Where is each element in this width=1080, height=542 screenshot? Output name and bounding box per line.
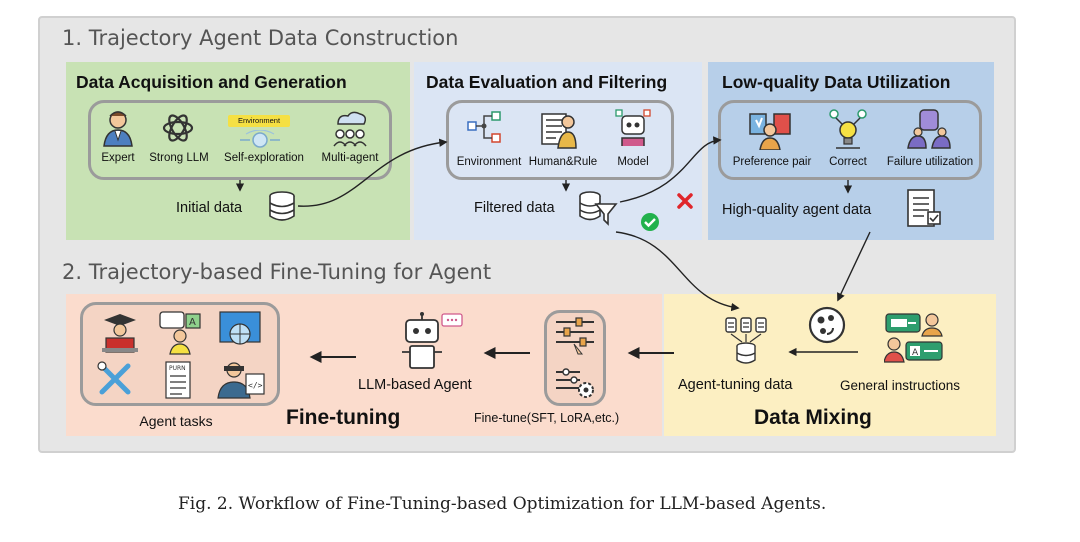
utilization-panel [708, 62, 994, 240]
finetune-methods-box [544, 310, 606, 406]
check-icon [641, 213, 659, 231]
model-eval-label: Model [617, 156, 649, 168]
agent-tasks-collage: A PURN </> [97, 311, 265, 399]
environment-eval-icon [467, 111, 501, 143]
self-exploration-label: Self-exploration [224, 152, 304, 164]
general-instructions-label: General instructions [840, 378, 961, 393]
filter-database-icon [579, 191, 618, 226]
utilization-title: Low-quality Data Utilization [722, 72, 951, 92]
svg-text:A: A [912, 348, 919, 358]
strong-llm-icon [162, 114, 194, 142]
failure-utilization-icon [907, 109, 951, 149]
acquisition-panel [66, 62, 410, 240]
high-quality-data-label: High-quality agent data [722, 202, 872, 218]
filtered-data-label: Filtered data [474, 200, 555, 216]
cross-icon [677, 193, 693, 209]
model-eval-icon [615, 109, 651, 146]
correct-icon [829, 109, 867, 149]
expert-icon [103, 111, 133, 147]
acquisition-title: Data Acquisition and Generation [76, 72, 347, 92]
svg-text:</>: </> [248, 381, 263, 390]
purn-text: PURN [169, 365, 186, 372]
finetune-method-label: Fine-tune(SFT, LoRA,etc.) [474, 411, 620, 425]
human-rule-label: Human&Rule [528, 156, 598, 168]
finetuning-title: Fine-tuning [286, 406, 401, 429]
graduate-icon [102, 314, 138, 353]
self-exploration-icon [240, 130, 280, 148]
figure-caption: Fig. 2. Workflow of Fine-Tuning-based Op… [178, 494, 827, 514]
environment-badge: Environment [228, 115, 290, 127]
llm-agent-robot-icon [402, 312, 463, 369]
llm-agent-label: LLM-based Agent [358, 377, 472, 393]
evaluation-title: Data Evaluation and Filtering [426, 72, 668, 92]
evaluation-panel [414, 62, 702, 240]
agent-tuning-data-icon [725, 317, 767, 364]
document-checklist-icon [907, 189, 941, 227]
database-icon [269, 191, 295, 221]
preference-pair-label: Preference pair [732, 156, 812, 168]
initial-data-label: Initial data [176, 200, 243, 216]
multi-agent-label: Multi-agent [321, 152, 379, 164]
expert-label: Expert [101, 152, 135, 164]
general-instructions-icon: A [884, 313, 943, 363]
agent-tuning-data-label: Agent-tuning data [678, 377, 793, 393]
mixing-blender-icon [808, 306, 846, 344]
failure-utilization-label: Failure utilization [886, 156, 974, 168]
data-mixing-title: Data Mixing [754, 406, 872, 429]
agent-tasks-label: Agent tasks [139, 413, 213, 429]
correct-label: Correct [829, 156, 867, 168]
human-rule-icon [541, 113, 577, 149]
finetune-sliders-icon [556, 317, 594, 398]
multi-agent-icon [333, 111, 367, 147]
section1-title: 1. Trajectory Agent Data Construction [62, 26, 459, 50]
section2-title: 2. Trajectory-based Fine-Tuning for Agen… [62, 260, 492, 284]
preference-pair-icon [749, 113, 791, 150]
strong-llm-label: Strong LLM [149, 152, 209, 164]
svg-text:A: A [189, 317, 196, 328]
environment-eval-label: Environment [456, 156, 522, 168]
acquisition-sources-box [88, 100, 392, 180]
